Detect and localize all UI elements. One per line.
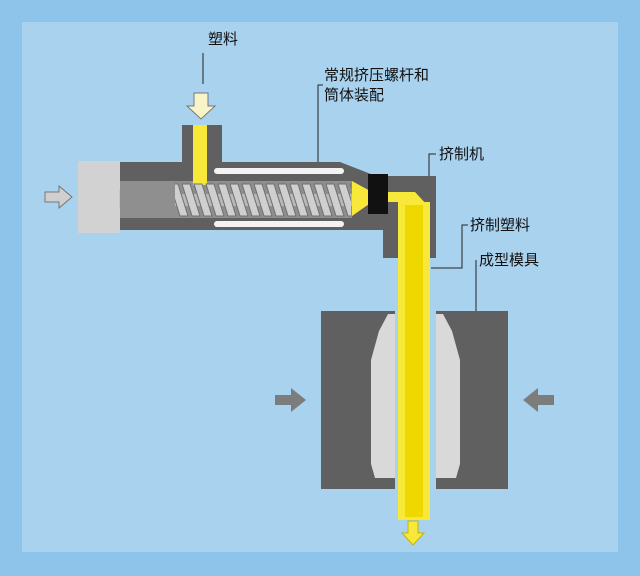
screw-flight xyxy=(289,183,309,217)
label-plastic: 塑料 xyxy=(208,30,239,48)
heater-groove-top xyxy=(214,168,344,174)
screw-flight xyxy=(241,183,261,217)
screw-flight xyxy=(325,183,345,217)
arrow-right-icon xyxy=(44,184,73,210)
screw-flight xyxy=(265,183,285,217)
screw-flight xyxy=(277,183,297,217)
label-screw-line2: 筒体装配 xyxy=(324,86,385,104)
label-mold: 成型模具 xyxy=(479,251,540,269)
screw-flight xyxy=(181,183,201,217)
screw-flight xyxy=(205,183,225,217)
screw-flight xyxy=(337,183,351,217)
screw-flights xyxy=(175,183,351,217)
parison-inner xyxy=(405,205,423,517)
arrow-right-icon xyxy=(275,388,306,412)
label-screw-line1: 常规挤压螺杆和 xyxy=(324,66,430,84)
arrow-down-icon xyxy=(185,92,217,120)
feed-throat-plastic xyxy=(193,125,207,185)
screw-flight xyxy=(193,183,213,217)
label-extruded-plastic: 挤制塑料 xyxy=(470,216,531,234)
piston-block xyxy=(78,161,120,233)
screw-flight xyxy=(217,183,237,217)
label-extruder: 挤制机 xyxy=(439,145,485,163)
screw-flight xyxy=(253,183,273,217)
mold-right-cavity xyxy=(436,314,460,478)
arrow-left-icon xyxy=(523,388,554,412)
leader-line-screw xyxy=(317,84,323,162)
die-seal xyxy=(368,174,388,214)
screw-flight xyxy=(175,183,189,217)
diagram-panel xyxy=(22,22,618,552)
arrow-down-icon xyxy=(400,520,426,546)
screw-flight xyxy=(301,183,321,217)
heater-groove-bottom xyxy=(214,221,344,227)
screw-flight xyxy=(349,183,351,189)
mold-left-cavity xyxy=(371,314,395,478)
screw-flight xyxy=(313,183,333,217)
leader-line-extruder xyxy=(428,153,436,176)
leader-line-extruded xyxy=(431,224,468,269)
screw-flight xyxy=(229,183,249,217)
